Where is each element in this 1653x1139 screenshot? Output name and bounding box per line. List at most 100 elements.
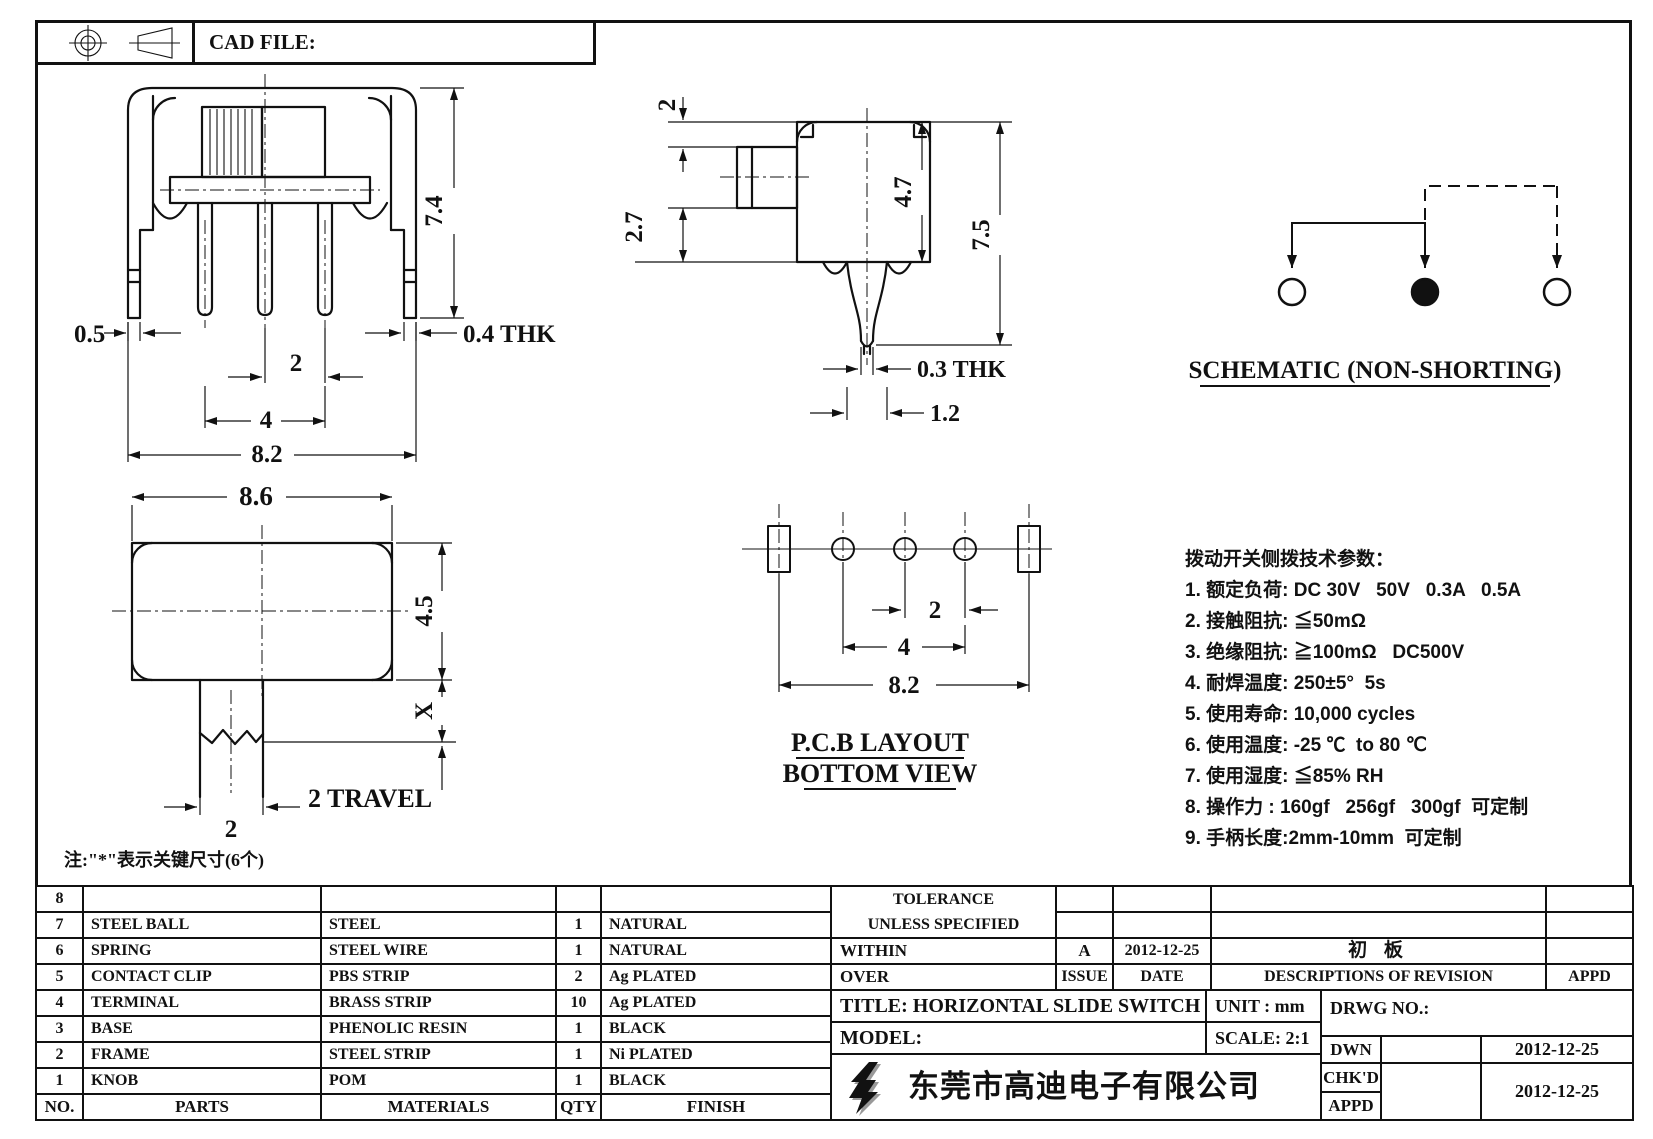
schematic-caption: SCHEMATIC (NON-SHORTING) — [1189, 357, 1562, 384]
tolerance-within: WITHIN — [830, 937, 1057, 965]
spec-item: 9. 手柄长度:2mm-10mm 可定制 — [1185, 828, 1462, 849]
part-no: 8 — [35, 885, 84, 913]
front-dim-height: 7.4 — [421, 195, 448, 227]
top-dim-depth: 4.5 — [411, 595, 438, 626]
pcb-layout-drawing: 2 4 8.2 P.C.B LAYOUT BOTTOM VIEW — [742, 504, 1052, 790]
spec-item: 1. 额定负荷: DC 30V 50V 0.3A 0.5A — [1185, 580, 1522, 601]
part-finish: BLACK — [600, 1067, 832, 1095]
part-name: FRAME — [82, 1041, 322, 1069]
side-view-dimensions: 2 2.7 4.7 7.5 0.3 THK 1.2 — [621, 97, 1012, 427]
front-dim-outer: 4 — [260, 407, 273, 434]
part-no: 2 — [35, 1041, 84, 1069]
table-row: 3 BASE PHENOLIC RESIN 1 BLACK — [35, 1015, 835, 1043]
table-row: 7 STEEL BALL STEEL 1 NATURAL — [35, 911, 835, 939]
revision-description-value: 初 板 — [1210, 937, 1547, 965]
third-angle-projection-icon — [129, 27, 180, 59]
table-row: 2 FRAME STEEL STRIP 1 Ni PLATED — [35, 1041, 835, 1069]
tolerance-line2: UNLESS SPECIFIED — [867, 916, 1020, 933]
revision-date-label: DATE — [1112, 963, 1212, 991]
revision-date-value: 2012-12-25 — [1112, 937, 1212, 965]
table-header-row: NO. PARTS MATERIALS QTY FINISH — [35, 1093, 835, 1121]
part-material — [320, 885, 557, 913]
part-no: 4 — [35, 989, 84, 1017]
part-material: STEEL WIRE — [320, 937, 557, 965]
part-name: KNOB — [82, 1067, 322, 1095]
revision-issue-value: A — [1055, 937, 1114, 965]
revision-cell-empty — [1545, 937, 1634, 965]
front-dim-pitch: 2 — [290, 350, 303, 377]
revision-cell-empty — [1210, 911, 1547, 939]
pcb-dim-pitch: 2 — [929, 597, 942, 624]
side-view-drawing: 2 2.7 4.7 7.5 0.3 THK 1.2 — [621, 97, 1012, 427]
appd-date: 2012-12-25 — [1480, 1062, 1634, 1121]
part-material: STEEL STRIP — [320, 1041, 557, 1069]
top-dim-handle: X — [411, 702, 438, 720]
part-no: 5 — [35, 963, 84, 991]
front-dim-pin: 0.5 — [74, 321, 105, 348]
revision-issue-label: ISSUE — [1055, 963, 1114, 991]
table-row: 4 TERMINAL BRASS STRIP 10 Ag PLATED — [35, 989, 835, 1017]
part-qty: 1 — [555, 937, 602, 965]
top-view-centerlines — [112, 525, 412, 793]
part-name: CONTACT CLIP — [82, 963, 322, 991]
part-material: PBS STRIP — [320, 963, 557, 991]
part-finish: Ni PLATED — [600, 1041, 832, 1069]
side-dim-top: 2 — [654, 99, 681, 112]
part-qty — [555, 885, 602, 913]
title-and-parts-block: 8 7 STEEL BALL STEEL 1 NATURAL 6 SPRING … — [35, 885, 1634, 1121]
header-parts: PARTS — [82, 1093, 322, 1121]
side-view-outline — [735, 120, 932, 356]
company-logo — [849, 1062, 881, 1116]
model-field: MODEL: — [830, 1021, 1207, 1055]
part-no: 6 — [35, 937, 84, 965]
cad-file-label: CAD FILE: — [192, 20, 596, 65]
header-no: NO. — [35, 1093, 84, 1121]
spec-item: 3. 绝缘阻抗: ≧100mΩ DC500V — [1185, 642, 1465, 663]
tolerance-line1: TOLERANCE — [892, 891, 995, 908]
side-dim-total: 7.5 — [968, 219, 995, 250]
side-dim-pin: 1.2 — [930, 401, 960, 427]
part-finish: BLACK — [600, 1015, 832, 1043]
front-dim-span: 8.2 — [251, 441, 282, 468]
technical-parameters: 拨动开关侧拨技术参数： 1. 额定负荷: DC 30V 50V 0.3A 0.5… — [1185, 544, 1645, 854]
pcb-dim-outer: 4 — [898, 634, 911, 661]
revision-cell-empty — [1055, 885, 1114, 913]
part-qty: 1 — [555, 1015, 602, 1043]
pcb-caption-line2: BOTTOM VIEW — [783, 759, 978, 788]
unit-field: UNIT : mm — [1205, 989, 1322, 1023]
part-finish — [600, 885, 832, 913]
side-dim-body: 4.7 — [890, 176, 917, 207]
front-view-dimensions: 7.4 0.5 0.4 THK 2 4 8.2 — [74, 87, 556, 468]
table-row: 6 SPRING STEEL WIRE 1 NATURAL — [35, 937, 835, 965]
side-dim-knob: 2.7 — [621, 211, 648, 242]
part-qty: 1 — [555, 911, 602, 939]
part-name: TERMINAL — [82, 989, 322, 1017]
revision-cell-empty — [1112, 911, 1212, 939]
spec-item: 8. 操作力 : 160gf 256gf 300gf 可定制 — [1185, 797, 1529, 818]
revision-appd-label: APPD — [1545, 963, 1634, 991]
part-finish: Ag PLATED — [600, 989, 832, 1017]
part-name: SPRING — [82, 937, 322, 965]
front-view-drawing: 7.4 0.5 0.4 THK 2 4 8.2 — [74, 74, 556, 468]
part-qty: 1 — [555, 1041, 602, 1069]
side-view-centerlines — [720, 108, 868, 365]
spec-item: 5. 使用寿命: 10,000 cycles — [1185, 704, 1416, 725]
part-name — [82, 885, 322, 913]
top-dim-knob: 2 — [225, 816, 238, 843]
top-view-dimensions: 8.6 4.5 X 2 TRAVEL 2 — [131, 481, 456, 843]
header-materials: MATERIALS — [320, 1093, 557, 1121]
pcb-pads — [767, 525, 1041, 573]
revision-cell-empty — [1545, 911, 1634, 939]
front-view-outline — [126, 86, 418, 320]
part-qty: 2 — [555, 963, 602, 991]
header-qty: QTY — [555, 1093, 602, 1121]
table-row: 5 CONTACT CLIP PBS STRIP 2 Ag PLATED — [35, 963, 835, 991]
part-name: BASE — [82, 1015, 322, 1043]
spec-item: 4. 耐焊温度: 250±5° 5s — [1185, 673, 1386, 694]
part-finish: Ag PLATED — [600, 963, 832, 991]
part-finish: NATURAL — [600, 911, 832, 939]
part-qty: 10 — [555, 989, 602, 1017]
part-no: 3 — [35, 1015, 84, 1043]
scale-field: SCALE: 2:1 — [1205, 1021, 1322, 1055]
part-material: PHENOLIC RESIN — [320, 1015, 557, 1043]
